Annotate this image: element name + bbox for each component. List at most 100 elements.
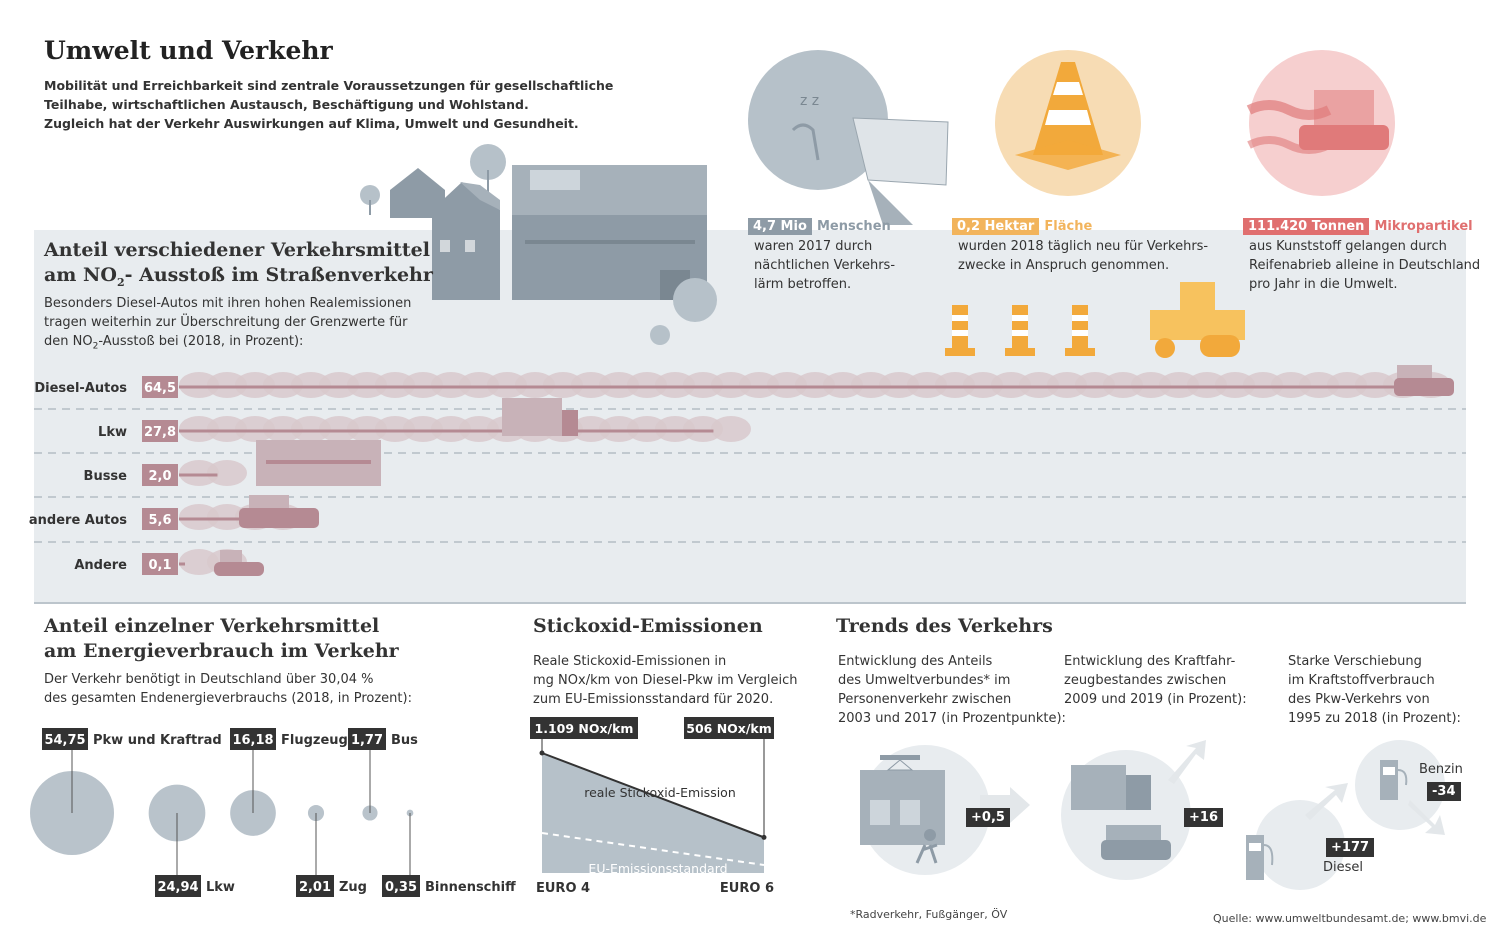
cloud-puff	[571, 416, 611, 442]
cloud-puff	[655, 372, 695, 398]
cloud-puff	[683, 372, 723, 398]
series-label: reale Stickoxid-Emission	[584, 785, 736, 800]
intro-line: Teilhabe, wirtschaftlichen Austausch, Be…	[44, 97, 529, 112]
cloud-puff	[1103, 372, 1143, 398]
cloud-puff	[1075, 372, 1115, 398]
car-icon	[249, 495, 289, 511]
cloud-puff	[375, 372, 415, 398]
no2-desc-line: den NO2-Ausstoß bei (2018, in Prozent):	[44, 332, 424, 357]
cloud-puff	[179, 372, 219, 398]
value-tag-bg	[142, 553, 178, 575]
energy-desc-line: Der Verkehr benötigt in Deutschland über…	[44, 672, 374, 687]
fact-microplastic-unit: Mikropartikel	[1374, 219, 1473, 234]
stickoxid-desc: Reale Stickoxid-Emissionen in mg NOx/km …	[533, 652, 798, 709]
fact-noise: 4,7 Mio Menschen waren 2017 durch nächtl…	[748, 215, 895, 294]
car-icon	[239, 508, 319, 528]
fact-noise-unit: Menschen	[816, 219, 891, 234]
page-title: Umwelt und Verkehr	[44, 36, 333, 65]
stickoxid-desc-line: zum EU-Emissionsstandard für 2020.	[533, 692, 774, 707]
cloud-puff	[1327, 372, 1367, 398]
cloud-puff	[1215, 372, 1255, 398]
cloud-puff	[403, 372, 443, 398]
truck-icon	[562, 410, 578, 436]
trend-2-desc: Entwicklung des Kraftfahr- zeugbestandes…	[1064, 652, 1247, 709]
bar	[179, 517, 287, 521]
category-label: andere Autos	[29, 513, 127, 528]
category-label: Pkw und Kraftrad	[93, 733, 222, 748]
fact-line: pro Jahr in die Umwelt.	[1249, 277, 1398, 292]
barrier-icon	[1065, 305, 1095, 356]
barrier-icon	[945, 305, 975, 356]
category-label: Diesel-Autos	[34, 381, 127, 396]
diesel-label: Diesel	[1323, 860, 1364, 875]
cloud-puff	[1131, 372, 1171, 398]
cloud-puff	[291, 416, 331, 442]
barrier-icon	[1005, 305, 1035, 356]
cloud-puff	[599, 416, 639, 442]
value-tag-bg	[155, 875, 201, 897]
cloud-puff	[851, 372, 891, 398]
cloud-puff	[319, 416, 359, 442]
cloud-puff	[459, 372, 499, 398]
value-tag-bg	[530, 717, 638, 739]
diesel-value: +177	[1326, 838, 1375, 857]
cloud-puff	[683, 416, 723, 442]
fact-line: nächtlichen Verkehrs-	[754, 258, 896, 273]
value-tag-bg	[296, 875, 334, 897]
fact-area-unit: Fläche	[1044, 219, 1093, 234]
cloud-puff	[207, 460, 247, 486]
cloud-puff	[235, 416, 275, 442]
cloud-puff	[179, 416, 219, 442]
category-label: Flugzeug	[281, 733, 348, 748]
value-tag-bg	[142, 376, 178, 398]
trend-1-value: +0,5	[966, 808, 1010, 827]
emission-cloud	[179, 372, 1451, 398]
source: Quelle: www.umweltbundesamt.de; www.bmvi…	[1213, 912, 1487, 925]
cloud-puff	[179, 504, 219, 530]
no2-desc-line: tragen weiterhin zur Überschreitung der …	[44, 315, 408, 330]
cloud-puff	[879, 372, 919, 398]
fact-line: Reifenabrieb alleine in Deutschland	[1249, 258, 1481, 273]
truck-icon	[502, 398, 562, 436]
cloud-puff	[1243, 372, 1283, 398]
cloud-puff	[1355, 372, 1395, 398]
bar	[179, 385, 1419, 389]
trend-desc-line: 1995 zu 2018 (in Prozent):	[1288, 711, 1461, 726]
intro-text: Mobilität und Erreichbarkeit sind zentra…	[44, 76, 684, 133]
value-label: 0,1	[148, 558, 171, 573]
fact-noise-value: 4,7 Mio	[748, 218, 812, 235]
value-label: 1,77	[351, 733, 383, 748]
footnote: *Radverkehr, Fußgänger, ÖV	[850, 908, 1008, 921]
trend-desc-line: Starke Verschiebung	[1288, 654, 1422, 669]
fact-microplastic-value: 111.420 Tonnen	[1243, 218, 1370, 235]
energy-desc: Der Verkehr benötigt in Deutschland über…	[44, 670, 412, 708]
cloud-puff	[347, 372, 387, 398]
cloud-puff	[207, 504, 247, 530]
value-label: 5,6	[148, 513, 171, 528]
emission-cloud	[179, 416, 751, 442]
car-icon	[1394, 378, 1454, 396]
cloud-puff	[823, 372, 863, 398]
category-label: Lkw	[206, 880, 235, 895]
trend-desc-line: des Pkw-Verkehrs von	[1288, 692, 1430, 707]
cloud-puff	[1047, 372, 1087, 398]
scooter-icon	[214, 562, 264, 576]
cloud-puff	[319, 372, 359, 398]
cloud-puff	[991, 372, 1031, 398]
value-tag-bg	[42, 728, 88, 750]
cloud-puff	[907, 372, 947, 398]
cloud-puff	[263, 372, 303, 398]
cloud-puff	[795, 372, 835, 398]
cloud-puff	[1159, 372, 1199, 398]
x-tick-label: EURO 4	[536, 881, 590, 896]
svg-text:z z: z z	[800, 93, 819, 109]
benzin-value: -34	[1427, 782, 1461, 801]
value-label: 64,5	[144, 381, 176, 396]
trend-desc-line: Entwicklung des Anteils	[838, 654, 993, 669]
intro-line: Zugleich hat der Verkehr Auswirkungen au…	[44, 116, 579, 131]
trends-title: Trends des Verkehrs	[836, 615, 1053, 637]
category-label: Busse	[84, 469, 128, 484]
x-tick-label: EURO 6	[720, 881, 774, 896]
value-tag-bg	[230, 728, 276, 750]
